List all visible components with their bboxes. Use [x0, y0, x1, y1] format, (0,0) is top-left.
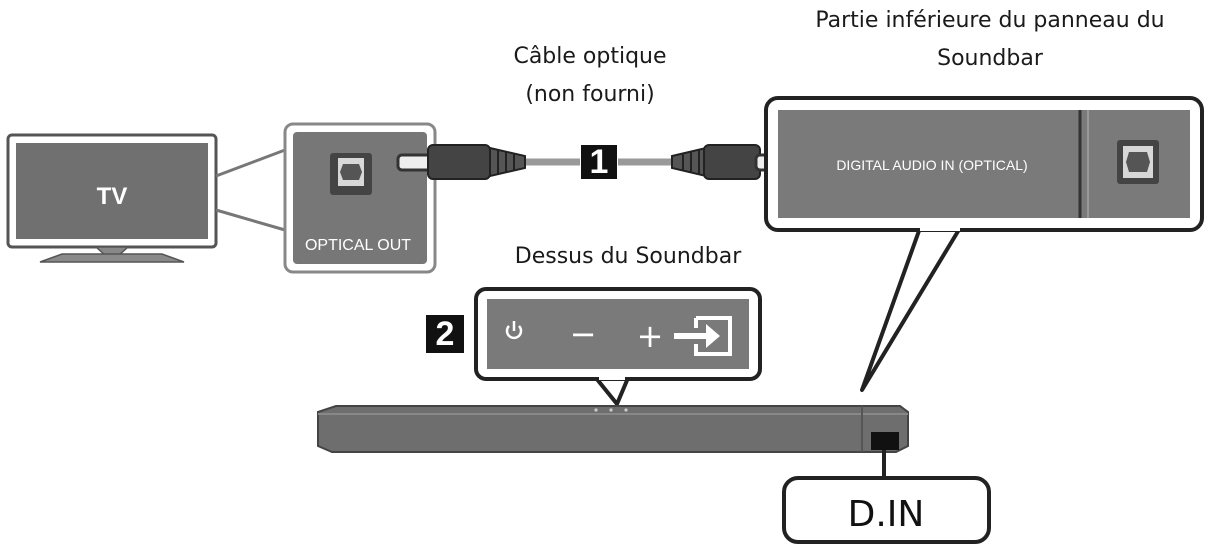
display-label: D.IN	[848, 494, 925, 535]
cable-caption: Câble optique (non fourni)	[490, 38, 690, 114]
soundbar	[317, 405, 909, 453]
digital-audio-in-label: DIGITAL AUDIO IN (OPTICAL)	[836, 157, 1027, 173]
soundbar-bottom-panel: DIGITAL AUDIO IN (OPTICAL)	[764, 96, 1204, 392]
optical-port-icon	[330, 153, 372, 195]
soundbar-bottom-caption-line2: Soundbar	[937, 46, 1043, 71]
input-source-icon	[674, 316, 732, 356]
power-icon	[505, 321, 523, 340]
cable-caption-line2: (non fourni)	[525, 82, 655, 107]
volume-down-button: −	[570, 315, 597, 353]
soundbar-top-panel: − +	[474, 287, 762, 406]
step-2-badge: 2	[426, 315, 464, 353]
right-optical-plug	[671, 144, 796, 180]
display-callout: D.IN	[782, 450, 991, 544]
optical-cable	[396, 144, 796, 180]
left-optical-plug	[396, 144, 526, 180]
soundbar-display	[871, 432, 899, 450]
tv: TV	[6, 133, 218, 263]
soundbar-bottom-caption-line1: Partie inférieure du panneau du	[815, 8, 1165, 33]
tv-port-callout	[215, 148, 286, 232]
soundbar-optical-port-icon	[1117, 140, 1159, 184]
step-1-badge: 1	[581, 145, 617, 179]
volume-up-button: +	[637, 317, 664, 355]
tv-label: TV	[97, 183, 128, 210]
soundbar-bottom-caption: Partie inférieure du panneau du Soundbar	[790, 2, 1190, 78]
soundbar-top-caption: Dessus du Soundbar	[514, 244, 742, 269]
cable-caption-line1: Câble optique	[513, 44, 667, 69]
optical-out-label: OPTICAL OUT	[305, 237, 411, 254]
tv-optical-port-box: OPTICAL OUT	[283, 122, 437, 274]
